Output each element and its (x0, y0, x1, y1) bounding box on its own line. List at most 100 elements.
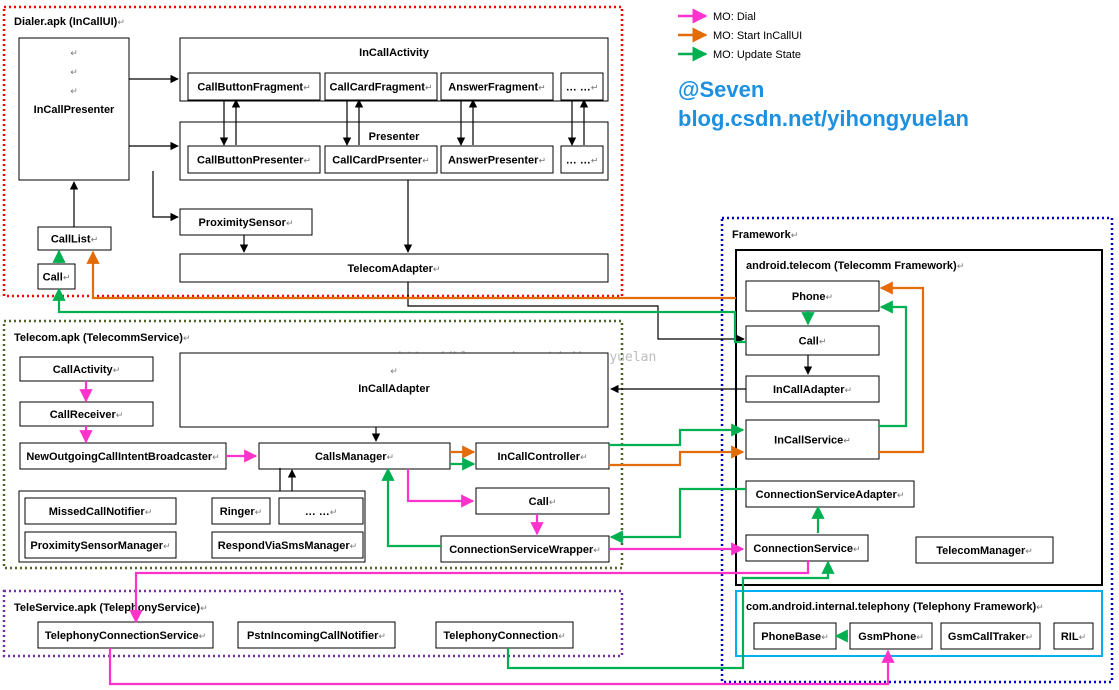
legend-start-incallui: MO: Start InCallUI (713, 30, 802, 42)
node-ringer-box (211, 497, 271, 525)
update-state-flow (52, 249, 908, 670)
node-call-button-presenter-label: CallButtonPresenter↵ (197, 155, 311, 167)
node-proximity-sensor-manager: ProximitySensorManager↵ (24, 531, 177, 559)
node-answer-presenter: AnswerPresenter↵ (440, 145, 554, 174)
legend-update-state: MO: Update State (713, 49, 801, 61)
node-call-button-fragment-box (187, 72, 321, 101)
node-proximity-sensor-manager-box (24, 531, 177, 559)
svg-text:Dialer.apk (InCallUI)↵: Dialer.apk (InCallUI)↵ (14, 16, 125, 28)
node-answer-presenter-label: AnswerPresenter↵ (448, 155, 546, 167)
node-gsm-phone: GsmPhone↵ (849, 622, 933, 650)
presenter-label: Presenter (369, 131, 420, 143)
node-call-card-presenter-box (324, 145, 438, 174)
node-missed-call-notifier-label: MissedCallNotifier↵ (49, 506, 153, 518)
node-telecom-adapter-box (179, 253, 609, 283)
node-ringer: Ringer↵ (211, 497, 271, 525)
node-telephony-connection-service-box (37, 621, 214, 649)
node-call-list: CallList↵ (37, 226, 112, 251)
node-missed-call-notifier-box (24, 497, 177, 525)
node-call-fw-label: Call↵ (799, 336, 827, 348)
node-telephony-connection-label: TelephonyConnection↵ (443, 630, 565, 642)
node-connection-service-adapter-box (745, 480, 915, 508)
incall-adapter-service-box (179, 352, 609, 428)
node-svc-more: … …↵ (278, 497, 364, 525)
node-ringer-label: Ringer↵ (220, 506, 262, 518)
node-gsm-phone-box (849, 622, 933, 650)
legend: MO: Dial MO: Start InCallUI MO: Update S… (678, 8, 802, 62)
watermark-handle: @Seven (678, 77, 764, 102)
node-respond-via-sms-manager-label: RespondViaSmsManager↵ (218, 540, 357, 552)
node-call-card-presenter-label: CallCardPrsenter↵ (332, 155, 429, 167)
node-gsm-call-traker-box (940, 622, 1041, 650)
node-connection-service-label: ConnectionService↵ (753, 543, 860, 555)
svg-text:↵: ↵ (390, 366, 398, 376)
node-connection-service-wrapper-label: ConnectionServiceWrapper↵ (449, 544, 601, 556)
node-svc-more-box (278, 497, 364, 525)
node-call-receiver-box (19, 401, 154, 427)
node-call-list-label: CallList↵ (51, 234, 98, 246)
incall-presenter-label: InCallPresenter (34, 104, 115, 116)
node-phone-base: PhoneBase↵ (753, 622, 837, 650)
node-call-activity-label: CallActivity↵ (53, 364, 120, 376)
node-phone-base-box (753, 622, 837, 650)
svg-text:Framework↵: Framework↵ (732, 229, 798, 241)
group-telecom-framework: android.telecom (Telecomm Framework)↵ (735, 249, 1103, 586)
node-frag-more: … …↵ (560, 72, 604, 101)
svg-text:com.android.internal.telephony: com.android.internal.telephony (Telephon… (746, 601, 1044, 613)
node-call-button-presenter: CallButtonPresenter↵ (187, 145, 321, 174)
node-connection-service: ConnectionService↵ (745, 534, 869, 562)
node-phone-label: Phone↵ (792, 291, 833, 303)
node-incall-service-label: InCallService↵ (774, 435, 851, 447)
node-incall-controller-label: InCallController↵ (497, 451, 587, 463)
group-telephony-framework: com.android.internal.telephony (Telephon… (735, 590, 1103, 657)
node-nocib-box (19, 442, 227, 470)
node-incall-controller-box (475, 442, 610, 470)
node-proximity-sensor: ProximitySensor↵ (179, 208, 313, 236)
node-call-ui-label: Call↵ (43, 272, 71, 284)
node-telephony-connection-service-label: TelephonyConnectionService↵ (45, 630, 206, 642)
node-incall-service-box (745, 419, 880, 460)
incall-presenter-box (18, 37, 130, 181)
node-incall-controller: InCallController↵ (475, 442, 610, 470)
node-nocib: NewOutgoingCallIntentBroadcaster↵ (19, 442, 227, 470)
node-connection-service-wrapper-box (440, 535, 610, 563)
node-proximity-sensor-label: ProximitySensor↵ (199, 217, 294, 229)
node-incall-service: InCallService↵ (745, 419, 880, 460)
node-phone-box (745, 280, 880, 312)
node-phone-base-label: PhoneBase↵ (761, 631, 828, 643)
node-connection-service-wrapper: ConnectionServiceWrapper↵ (440, 535, 610, 563)
node-call-ui-box (37, 263, 76, 290)
node-connection-service-box (745, 534, 869, 562)
watermark-url: blog.csdn.net/yihongyuelan (678, 106, 969, 131)
svg-text:TeleService.apk (TelephonyServ: TeleService.apk (TelephonyService)↵ (14, 602, 208, 614)
node-call-button-presenter-box (187, 145, 321, 174)
svg-text:↵: ↵ (70, 86, 78, 96)
node-pstn-incoming-call-notifier-box (237, 621, 396, 649)
node-answer-fragment-box (440, 72, 554, 101)
node-frag-more-label: … …↵ (566, 82, 599, 94)
node-presenter-more: … …↵ (560, 145, 604, 174)
node-incall-adapter-fw: InCallAdapter↵ (745, 375, 880, 403)
node-gsm-call-traker: GsmCallTraker↵ (940, 622, 1041, 650)
start-incallui-flow (86, 250, 925, 467)
node-call-button-fragment: CallButtonFragment↵ (187, 72, 321, 101)
node-telecom-manager-box (915, 536, 1054, 564)
incall-activity-label: InCallActivity (359, 47, 430, 59)
node-svc-more-label: … …↵ (305, 506, 338, 518)
node-gsm-call-traker-label: GsmCallTraker↵ (948, 631, 1033, 643)
node-connection-service-adapter: ConnectionServiceAdapter↵ (745, 480, 915, 508)
node-answer-fragment: AnswerFragment↵ (440, 72, 554, 101)
node-call-svc-box (475, 487, 610, 515)
group-teleservice: TeleService.apk (TelephonyService)↵ (2, 589, 624, 658)
node-pstn-incoming-call-notifier: PstnIncomingCallNotifier↵ (237, 621, 396, 649)
node-telecom-adapter: TelecomAdapter↵ (179, 253, 609, 283)
node-presenter-more-label: … …↵ (566, 155, 599, 167)
node-call-receiver-label: CallReceiver↵ (50, 409, 124, 421)
node-proximity-sensor-manager-label: ProximitySensorManager↵ (30, 540, 170, 552)
node-call-receiver: CallReceiver↵ (19, 401, 154, 427)
node-call-card-fragment: CallCardFragment↵ (324, 72, 438, 101)
node-calls-manager-box (258, 442, 451, 470)
node-telecom-adapter-label: TelecomAdapter↵ (348, 263, 441, 275)
dial-flow (79, 381, 895, 686)
node-nocib-label: NewOutgoingCallIntentBroadcaster↵ (26, 451, 219, 463)
